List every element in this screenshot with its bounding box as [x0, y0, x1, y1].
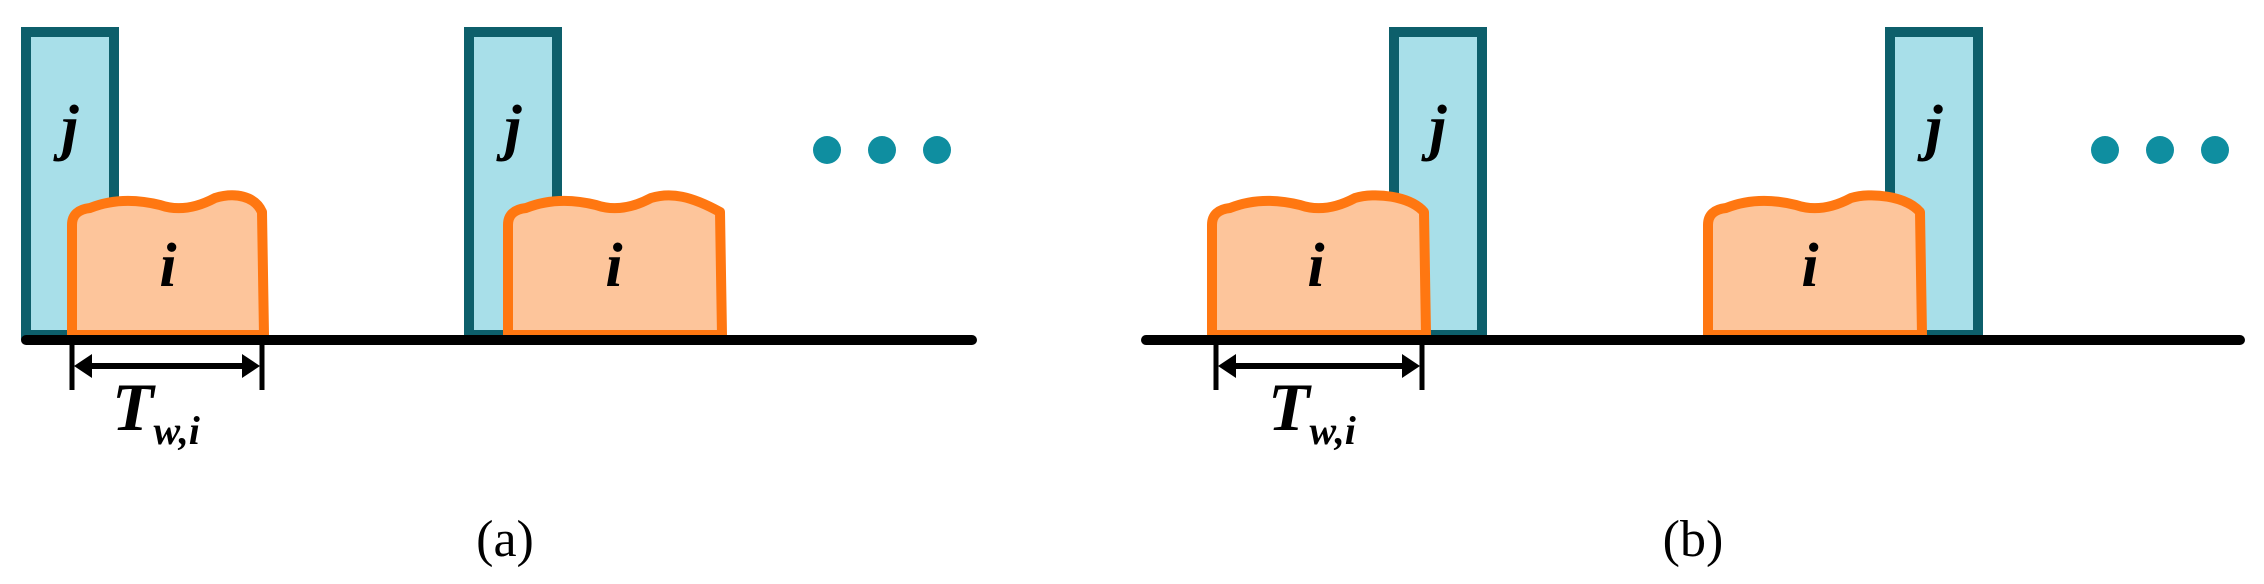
block-i: [67, 190, 269, 340]
interval-arrow: [69, 342, 265, 390]
block-i-label: i: [605, 232, 622, 300]
block-i-label: i: [1801, 232, 1818, 300]
interval-label: Tw,i: [1268, 369, 1356, 453]
caption-b: (b): [1663, 511, 1724, 568]
block-i-label: i: [159, 232, 176, 300]
block-i-label: i: [1307, 232, 1324, 300]
block-i: [1703, 190, 1927, 340]
ellipsis-dots: [813, 136, 951, 164]
panel-a: j j i i Tw,i (a): [21, 27, 977, 568]
interval-label: Tw,i: [112, 369, 200, 453]
block-i: [1207, 190, 1431, 340]
caption-a: (a): [476, 511, 534, 568]
interval-arrow: [1213, 342, 1425, 390]
panel-b: j j i i Tw,i (b): [1141, 27, 2245, 568]
ellipsis-dots: [2091, 136, 2229, 164]
block-i: [503, 190, 727, 340]
